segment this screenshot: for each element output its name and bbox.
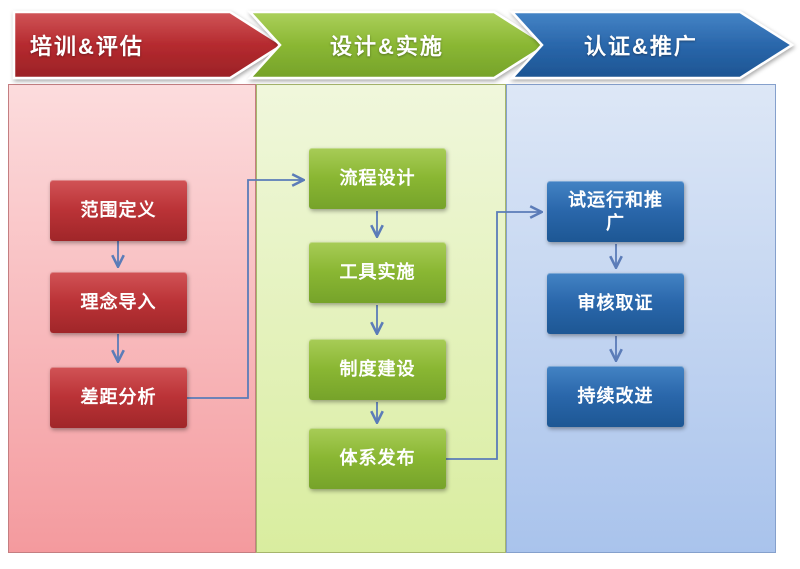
step-box-continuous-improvement: 持续改进	[547, 366, 684, 427]
phase-banner-certification-promotion	[509, 10, 795, 80]
step-label: 体系发布	[339, 448, 416, 469]
step-box-scope-definition: 范围定义	[50, 180, 187, 241]
step-box-process-design: 流程设计	[309, 148, 446, 209]
step-label: 制度建设	[339, 359, 416, 380]
step-box-system-construction: 制度建设	[309, 339, 446, 400]
connector-system-release-to-trial-run	[445, 212, 541, 460]
connector-gap-analysis-to-process-design	[187, 180, 303, 399]
phase-label-training-evaluation: 培训&评估	[30, 34, 144, 59]
step-label: 范围定义	[80, 200, 157, 221]
step-box-tool-implementation: 工具实施	[309, 242, 446, 303]
step-box-system-release: 体系发布	[309, 428, 446, 489]
step-label: 流程设计	[339, 168, 416, 189]
step-label: 理念导入	[80, 292, 157, 313]
step-label: 工具实施	[339, 262, 416, 283]
step-box-audit-certification: 审核取证	[547, 273, 684, 334]
step-box-trial-run-promotion: 试运行和推广	[547, 181, 684, 242]
phase-banner-design-implementation	[247, 10, 549, 80]
phase-label-certification-promotion: 认证&推广	[584, 34, 698, 59]
step-label: 试运行和推广	[568, 190, 663, 233]
step-label: 审核取证	[577, 293, 654, 314]
step-label: 持续改进	[577, 386, 654, 407]
step-label: 差距分析	[80, 387, 157, 408]
phase-label-design-implementation: 设计&实施	[330, 34, 444, 59]
step-box-concept-introduction: 理念导入	[50, 272, 187, 333]
step-box-gap-analysis: 差距分析	[50, 367, 187, 428]
phase-banner-training-evaluation	[12, 10, 285, 80]
